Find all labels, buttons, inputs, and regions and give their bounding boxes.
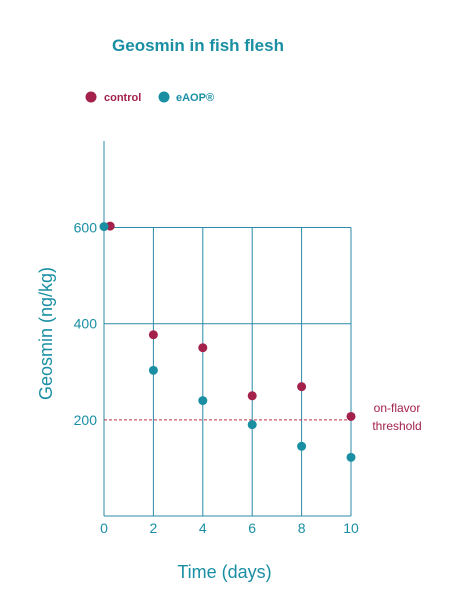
x-tick-6: 6 [248,520,256,536]
point-eaop-3 [247,420,257,430]
point-eaop-5 [346,452,356,462]
chart-title: Geosmin in fish flesh [112,36,284,55]
y-tick-200: 200 [74,412,98,428]
x-tick-4: 4 [199,520,207,536]
point-eaop-2 [198,396,208,406]
x-tick-0: 0 [100,520,108,536]
point-control-5 [346,411,356,421]
legend-marker-eaop [158,91,170,103]
legend: control eAOP® [85,91,214,104]
threshold-label-line1: on-flavor [374,401,421,415]
legend-label-eaop: eAOP® [176,92,214,104]
x-tick-8: 8 [298,520,306,536]
tick-labels: 0 2 4 6 8 10 200 400 600 [74,220,359,536]
y-axis-label: Geosmin (ng/kg) [36,267,56,400]
point-control-4 [297,382,307,392]
threshold-label-line2: threshold [372,419,421,433]
legend-label-control: control [104,92,141,104]
grid [104,227,352,516]
data-points [99,221,356,462]
x-axis-label: Time (days) [177,562,271,582]
point-eaop-0 [99,222,109,232]
point-eaop-4 [297,441,307,451]
x-tick-2: 2 [150,520,158,536]
point-control-3 [247,391,257,401]
point-eaop-1 [148,365,158,375]
point-control-1 [148,330,158,340]
y-tick-600: 600 [74,220,98,236]
legend-marker-control [85,91,97,103]
x-tick-10: 10 [343,520,359,536]
point-control-2 [198,343,208,353]
y-tick-400: 400 [74,316,98,332]
